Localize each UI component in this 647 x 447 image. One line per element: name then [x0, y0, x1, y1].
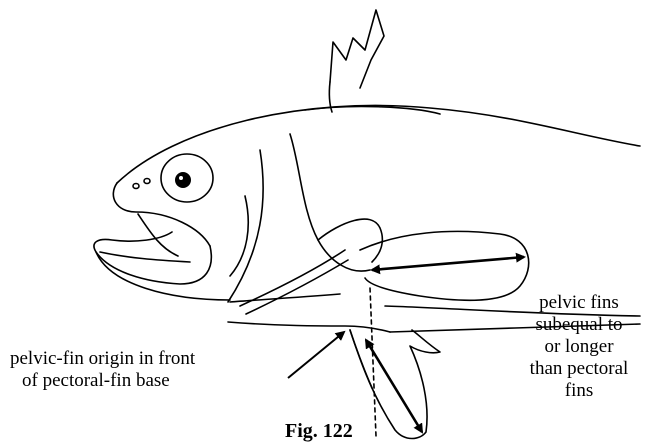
pelvic-fins-line-1: pelvic fins [516, 292, 642, 314]
dorsal-fin-spines [330, 10, 384, 88]
lip-inner [138, 214, 178, 256]
eye-highlight [179, 176, 183, 180]
back-outline [117, 105, 640, 183]
pelvic-fins-line-4: than pectoral [516, 358, 642, 380]
origin-line-1: pelvic-fin origin in front [10, 348, 195, 370]
pelvic-fin [350, 330, 440, 439]
pelvic-fins-line-2: subequal to [516, 314, 642, 336]
pelvic-fin-spine [350, 330, 372, 388]
nostril-icon [133, 184, 139, 189]
pectoral-fin [360, 231, 529, 300]
eye-pupil [175, 172, 191, 188]
pectoral-length-arrow [372, 257, 524, 270]
figure-caption: Fig. 122 [285, 420, 353, 443]
pelvic-fins-line-3: or longer [516, 336, 642, 358]
origin-pointer-arrow [288, 332, 344, 378]
mouth-line [100, 252, 190, 262]
origin-note: pelvic-fin origin in front of pectoral-f… [10, 348, 195, 392]
pelvic-fins-note: pelvic fins subequal to or longer than p… [516, 292, 642, 402]
cheek-line [230, 196, 248, 276]
origin-line-2: of pectoral-fin base [10, 370, 195, 392]
pelvic-fins-line-5: fins [516, 380, 642, 402]
isthmus-line-2 [246, 260, 348, 314]
preopercle-line [228, 150, 263, 302]
pectoral-base-dotted-line [370, 288, 376, 436]
nostril-icon [144, 179, 150, 184]
belly-outline [228, 322, 390, 332]
chin-lower [96, 252, 230, 300]
opercle-edge [290, 134, 370, 271]
gill-flap [318, 219, 382, 262]
lower-jaw [94, 232, 211, 284]
